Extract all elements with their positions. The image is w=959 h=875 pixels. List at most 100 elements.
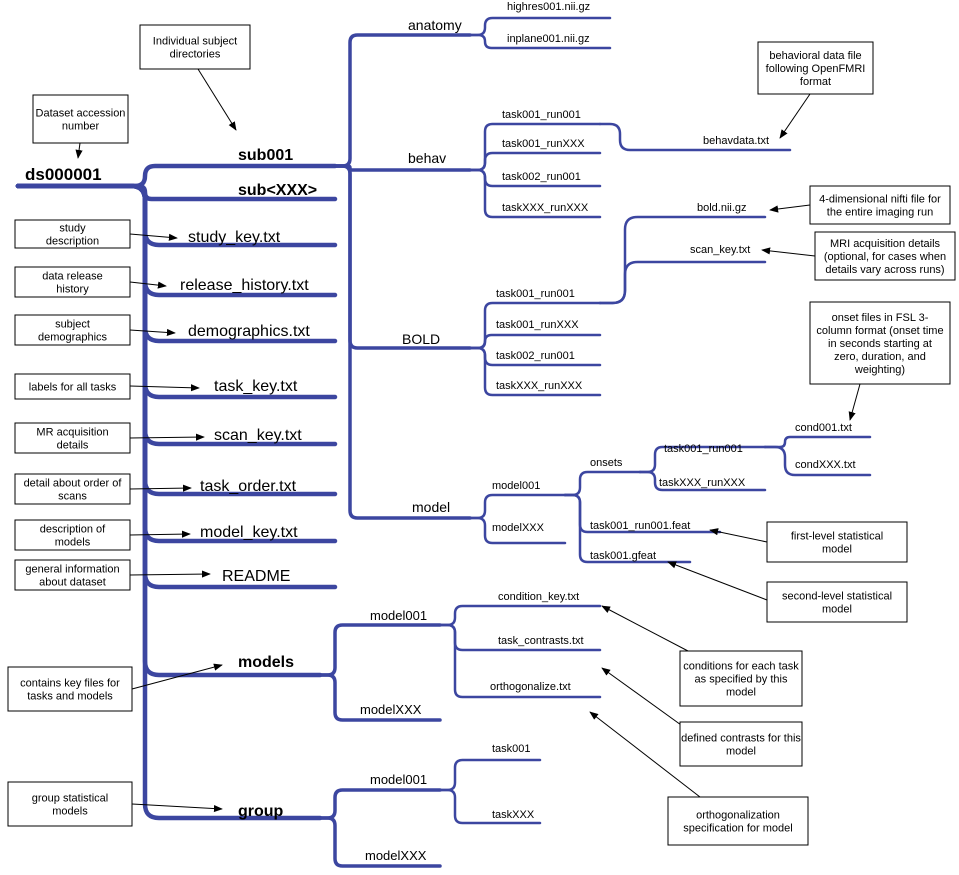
tree-branch [468, 33, 612, 50]
tree-branch [318, 788, 442, 820]
node-label-behav-t1rx: task001_runXXX [502, 138, 585, 150]
callout-text: model [726, 746, 756, 758]
callout-text: tasks and models [27, 691, 113, 703]
callout-arrow [131, 663, 223, 690]
callout-text: defined contrasts for this [681, 733, 801, 745]
node-label-behav-t1r1: task001_run001 [502, 109, 581, 121]
node-label-behav-txrx: taskXXX_runXXX [502, 202, 589, 214]
callout-mri-acq: MRI acquisition details(optional, for ca… [814, 231, 956, 281]
node-label-feat: task001_run001.feat [590, 520, 690, 532]
callout-box [14, 314, 131, 346]
callout-box [766, 521, 908, 563]
tree-branch [468, 516, 567, 545]
node-label-model-key: model_key.txt [200, 524, 298, 541]
callout-arrow [129, 570, 211, 578]
tree-branch [333, 164, 472, 172]
tree-branch [598, 122, 792, 152]
tree-branch [468, 333, 602, 350]
callout-text: second-level statistical [782, 591, 892, 603]
callout-text: specification for model [683, 823, 792, 835]
callout-arrow [129, 281, 167, 289]
callout-text: demographics [38, 332, 108, 344]
callout-arrow [779, 93, 811, 139]
node-label-modelxxx: modelXXX [492, 522, 545, 534]
callout-text: contains key files for [20, 678, 120, 690]
callout-arrow [75, 142, 83, 159]
node-label-gfeat: task001.gfeat [590, 550, 656, 562]
callout-text: as specified by this [695, 674, 788, 686]
callout-arrow [848, 383, 861, 421]
node-label-cond001: cond001.txt [795, 422, 852, 434]
callout-arrow [129, 384, 200, 392]
callout-text: description [46, 236, 99, 248]
callout-box [14, 559, 131, 591]
node-label-sub001: sub001 [238, 147, 293, 164]
callout-text: (optional, for cases when [824, 251, 946, 263]
callout-arrow [129, 233, 178, 241]
callout-text: 4-dimensional nifti file for [819, 194, 941, 206]
tree-branch [318, 673, 442, 722]
node-label-bold-nii: bold.nii.gz [697, 202, 747, 214]
node-label-group: group [238, 803, 284, 820]
node-label-onsets: onsets [590, 457, 623, 469]
callout-arrow [601, 605, 689, 652]
callout-text: models [55, 537, 91, 549]
node-label-bold-txrx: taskXXX_runXXX [496, 380, 583, 392]
tree-branch [15, 183, 323, 821]
callout-box [809, 301, 951, 385]
callout-text: study [59, 223, 86, 235]
node-label-bold: BOLD [402, 331, 440, 347]
callout-text: column format (onset time [816, 325, 943, 337]
node-label-task-contrasts: task_contrasts.txt [498, 635, 584, 647]
callout-box [766, 581, 908, 623]
node-label-condition-key: condition_key.txt [498, 591, 579, 603]
callout-text: models [52, 806, 88, 818]
callout-text: general information [25, 564, 119, 576]
callout-text: format [800, 76, 831, 88]
callout-text: about dataset [39, 577, 106, 589]
callout-arrows [75, 68, 861, 813]
callout-text: detail about order of [24, 478, 123, 490]
tree-branch [333, 164, 472, 350]
tree-branch [438, 758, 542, 792]
tree-branch [438, 788, 542, 825]
tree-branch [438, 604, 602, 627]
callout-box [139, 24, 251, 70]
node-label-onsets-txrx: taskXXX_runXXX [659, 477, 746, 489]
tree-branch [438, 623, 602, 699]
callout-arrow [589, 711, 701, 798]
callout-text: MRI acquisition details [830, 238, 941, 250]
node-label-behavdata: behavdata.txt [703, 135, 769, 147]
callout-box [679, 650, 803, 707]
node-label-task-key: task_key.txt [214, 378, 298, 395]
callout-text: orthogonalization [696, 810, 780, 822]
callout-arrow [129, 328, 176, 337]
callout-text: labels for all tasks [29, 382, 117, 394]
node-label-demographics: demographics.txt [188, 323, 310, 340]
callout-arrow [667, 561, 768, 601]
callout-text: Dataset accession [36, 108, 126, 120]
node-label-group-taskxxx: taskXXX [492, 809, 535, 821]
node-label-release-history: release_history.txt [180, 277, 309, 294]
node-label-task-order: task_order.txt [200, 478, 297, 495]
tree-branches [15, 16, 872, 868]
node-label-bold-scan-key: scan_key.txt [690, 244, 750, 256]
callout-text: model [822, 604, 852, 616]
callout-box [809, 185, 951, 225]
callout-box [7, 666, 133, 712]
tree-branch [468, 151, 602, 172]
callout-arrow [129, 484, 192, 492]
callout-arrow [769, 204, 811, 213]
